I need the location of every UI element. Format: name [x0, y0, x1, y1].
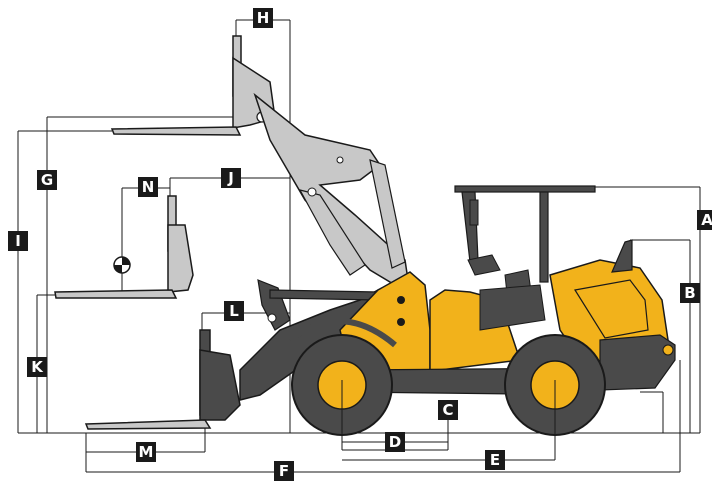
- label-i: I: [8, 231, 28, 251]
- lowered-fork-carriage: [84, 329, 241, 430]
- label-a: A: [697, 210, 712, 230]
- label-g: G: [37, 170, 57, 190]
- raised-boom-arm: [253, 92, 409, 286]
- label-d: D: [385, 432, 405, 452]
- label-l: L: [224, 301, 244, 321]
- lowered-boom-arm: [239, 279, 381, 401]
- rops-canopy: [454, 185, 596, 331]
- label-b: B: [680, 283, 700, 303]
- label-m: M: [136, 442, 156, 462]
- label-j: J: [221, 168, 241, 188]
- center-of-gravity-icon: [113, 256, 131, 274]
- raised-fork-carriage: [110, 35, 276, 136]
- label-c: C: [438, 400, 458, 420]
- wheel-center-lines: [341, 380, 556, 460]
- label-f: F: [274, 461, 294, 481]
- label-n: N: [138, 177, 158, 197]
- label-k: K: [27, 357, 47, 377]
- mid-fork-carriage: [54, 195, 194, 299]
- label-e: E: [485, 450, 505, 470]
- label-h: H: [253, 8, 273, 28]
- front-fender: [288, 318, 397, 348]
